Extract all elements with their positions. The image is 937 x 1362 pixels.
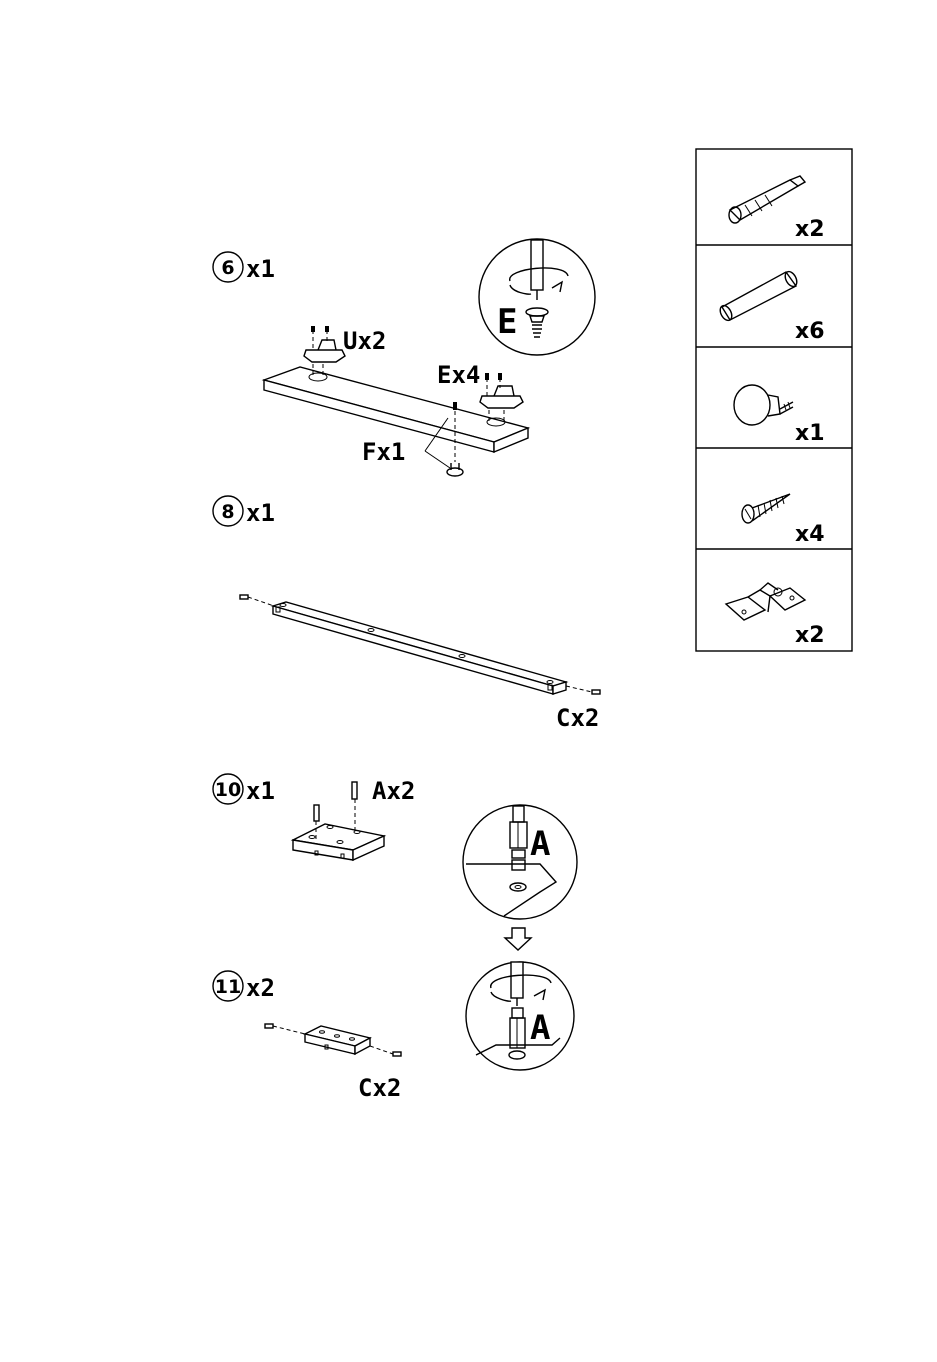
callout-c: Cx2 [358, 1074, 401, 1102]
long-rail [273, 602, 566, 694]
step-6: 6 x1 Ux2 [213, 239, 595, 476]
callout-c: Cx2 [556, 704, 599, 732]
down-arrow-icon [505, 928, 531, 950]
callout-f: Fx1 [362, 438, 405, 466]
detail-circle-a-bottom [466, 962, 574, 1070]
step-10: 10 x1 Ax2 [213, 774, 577, 1070]
bracket-e [480, 373, 523, 422]
part-qty: x6 [795, 319, 825, 344]
small-panel [293, 824, 384, 860]
detail-circle-a-top [463, 805, 577, 919]
step-number: 8 [221, 501, 234, 523]
callout-a: Ax2 [372, 777, 415, 805]
detail-letter: E [497, 302, 517, 342]
step-quantity: x1 [246, 777, 275, 805]
step-11-badge: 11 x2 [213, 971, 275, 1002]
part-qty: x4 [795, 522, 825, 547]
step-number: 10 [215, 779, 241, 801]
step-quantity: x1 [246, 499, 275, 527]
step-8-badge: 8 x1 [213, 496, 275, 527]
detail-letter: A [530, 824, 550, 864]
detail-letter: A [530, 1008, 550, 1048]
part-qty: x1 [795, 421, 825, 446]
small-block [305, 1026, 370, 1054]
part-qty: x2 [795, 217, 825, 242]
step-quantity: x2 [246, 974, 275, 1002]
step-10-badge: 10 x1 [213, 774, 275, 805]
callout-u: Ux2 [343, 327, 386, 355]
step-8: 8 x1 Cx2 [213, 496, 600, 732]
step-11: 11 x2 Cx2 [213, 971, 401, 1102]
step-quantity: x1 [246, 255, 275, 283]
callout-e: Ex4 [437, 361, 480, 389]
step-number: 11 [215, 976, 241, 998]
step-6-badge: 6 x1 [213, 252, 275, 283]
part-qty: x2 [795, 623, 825, 648]
step-number: 6 [221, 257, 234, 279]
parts-list: x2 x6 x1 x4 [696, 149, 852, 651]
parts-list-frame [696, 149, 852, 651]
